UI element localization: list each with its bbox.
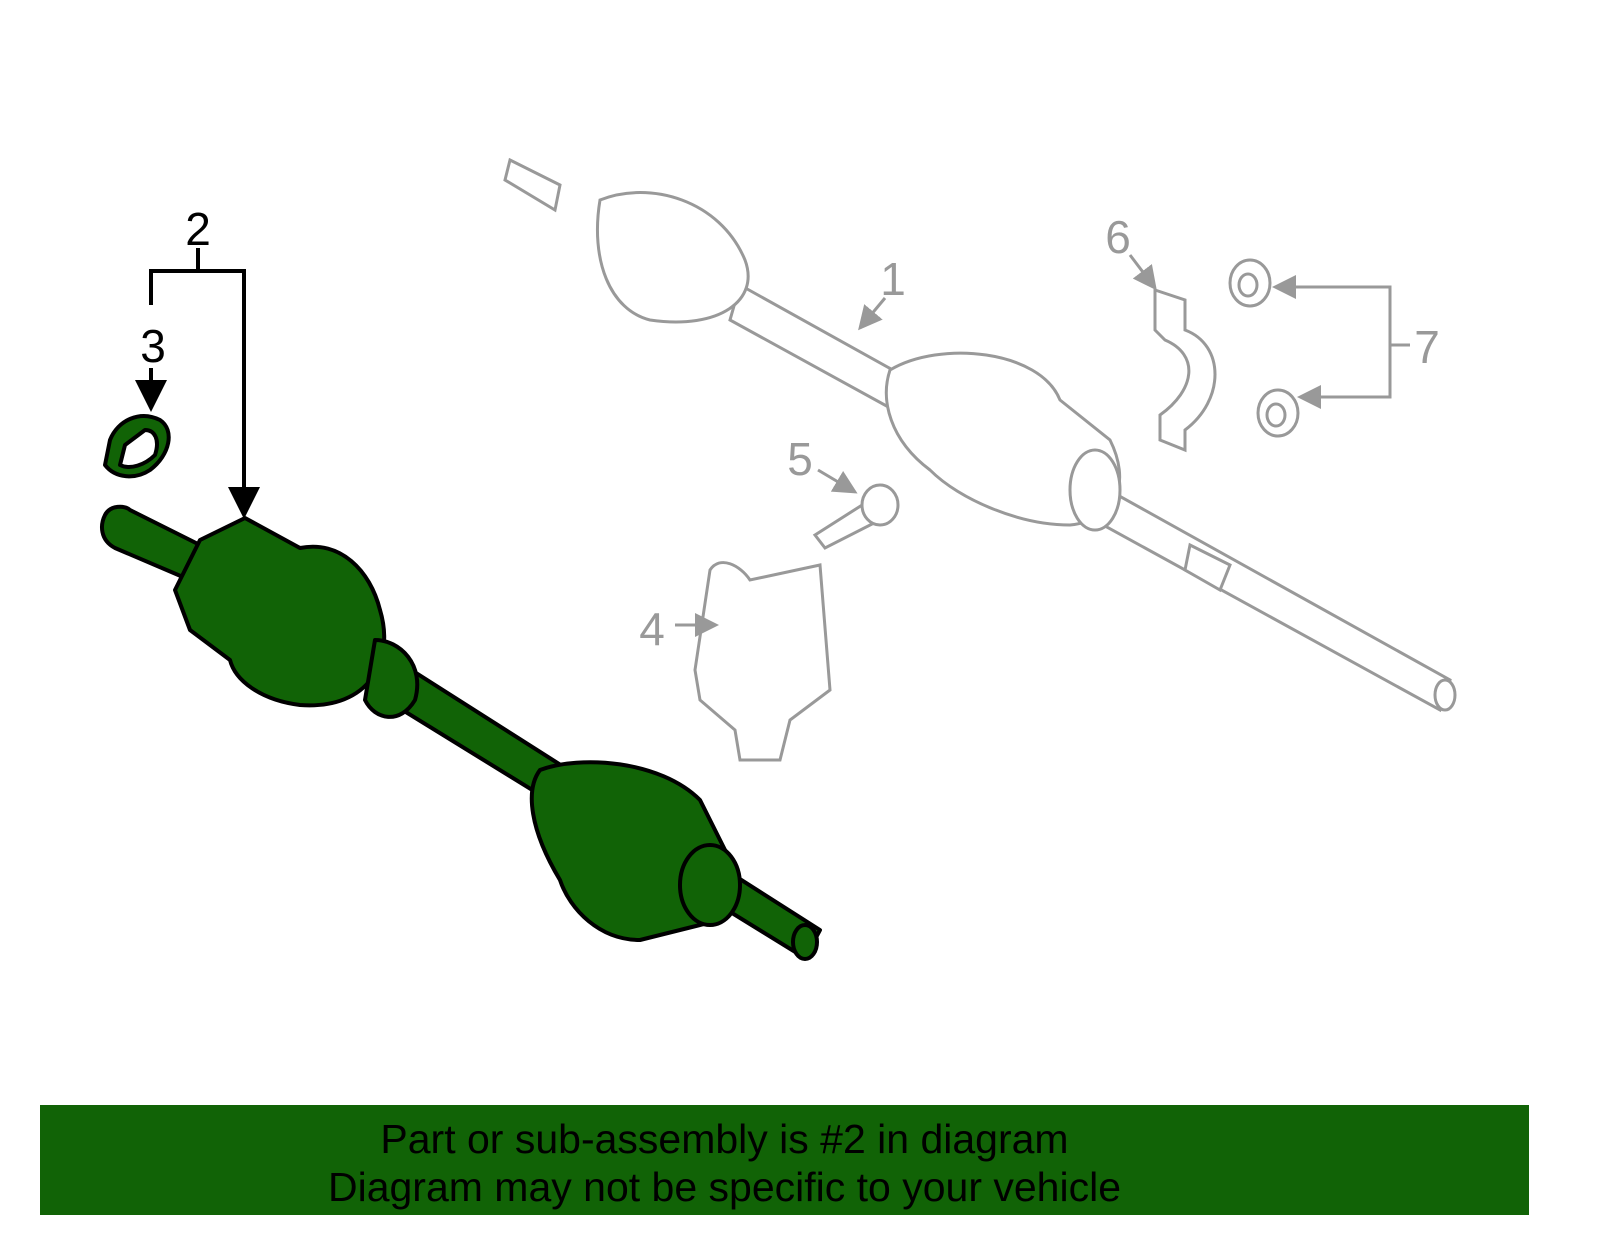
bolt-part-5 — [812, 483, 900, 550]
callout-2: 2 — [185, 203, 211, 255]
clamp-part-6 — [1153, 287, 1217, 453]
banner-line-2: Diagram may not be specific to your vehi… — [327, 1164, 1121, 1210]
banner-line-1: Part or sub-assembly is #2 in diagram — [380, 1116, 1069, 1162]
callout-7: 7 — [1414, 321, 1440, 373]
callout-3: 3 — [140, 320, 166, 372]
bracket-part-4 — [693, 561, 832, 762]
callout-6: 6 — [1105, 211, 1131, 263]
axle-shaft-part-1 — [503, 157, 1457, 713]
disclaimer-banner: Part or sub-assembly is #2 in diagram Di… — [40, 1105, 1529, 1215]
nuts-part-7 — [1228, 258, 1300, 438]
axle-assembly-part-2 — [100, 414, 822, 961]
callout-1: 1 — [880, 253, 906, 305]
callout-5: 5 — [787, 433, 813, 485]
callout-4: 4 — [639, 603, 665, 655]
